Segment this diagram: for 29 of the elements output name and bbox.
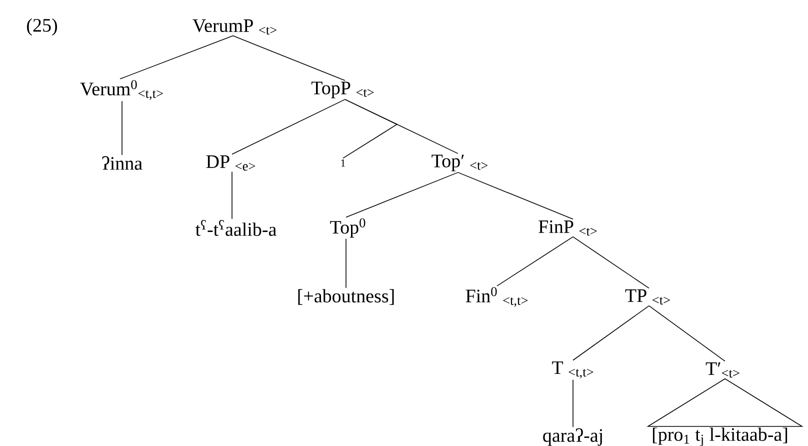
- tree-branch: [496, 236, 574, 286]
- tree-branch: [120, 35, 234, 80]
- tree-node-label: [pro$_{1}$ t$_{j}$ l-kitaab-a]: [652, 428, 788, 446]
- tree-branch: [342, 99, 398, 159]
- tree-node-label: T $_{<t,t>}$: [552, 361, 594, 379]
- tree-node-label: TopP $_{<t>}$: [311, 82, 374, 98]
- tree-branch: [648, 305, 726, 362]
- tree-node-label: Verum$^{0}$<t,t>: [80, 80, 163, 100]
- tree-node-label: t$^{ʕ}$-t$^{ʕ}$aalib-a: [196, 220, 276, 236]
- tree-branch: [232, 35, 346, 81]
- tree-node-label: Top$^{0}$: [330, 218, 366, 238]
- tree-branch: [232, 99, 346, 155]
- tree-node-label: Top′ $_{<t>}$: [432, 154, 488, 172]
- tree-branch: [572, 236, 650, 289]
- index-number: 1: [341, 159, 346, 167]
- tree-node-label: ʔinna: [102, 156, 142, 170]
- tree-node-label: qaraʔ-aj: [543, 428, 602, 446]
- tree-node-label: TP $_{<t>}$: [625, 289, 670, 305]
- tree-node-label: Fin$^{0}$ <t,t>: [466, 287, 528, 307]
- tree-branch: [346, 172, 458, 218]
- tree-node-label: VerumP $_{<t>}$: [192, 19, 276, 35]
- example-number: (25): [27, 18, 57, 36]
- tree-node-label: FinP $_{<t>}$: [538, 220, 597, 236]
- tree-node-label: DP $_{<e>}$: [206, 155, 256, 171]
- tree-node-label: [+aboutness]: [298, 289, 394, 305]
- tree-node-label: T′$_{<t>}$: [706, 362, 740, 378]
- tree-branch: [458, 172, 574, 220]
- tree-branch: [572, 379, 574, 428]
- tree-branch: [572, 305, 650, 361]
